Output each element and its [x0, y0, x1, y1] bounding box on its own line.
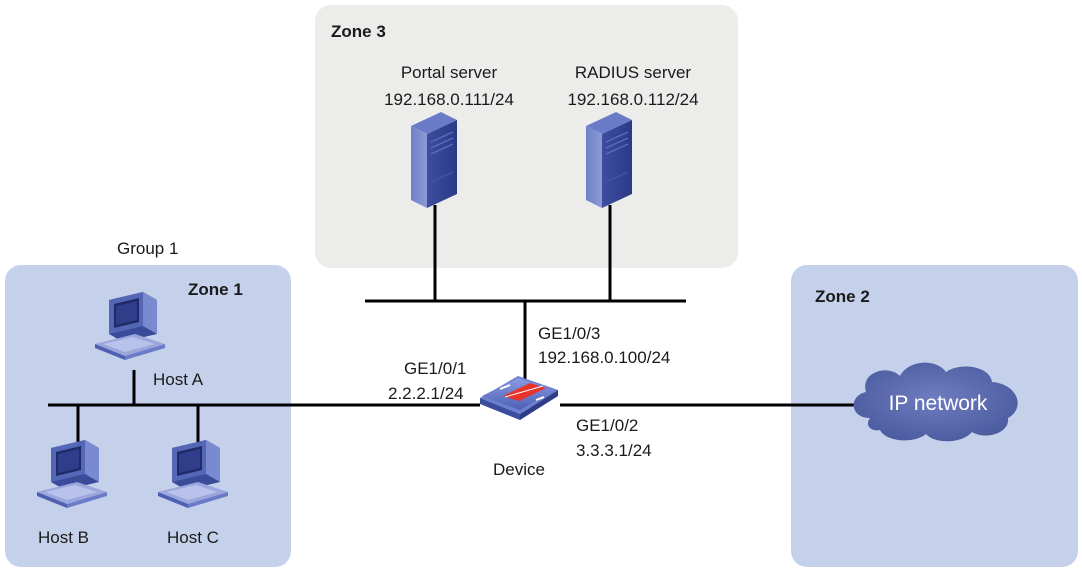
host-a-label: Host A: [153, 370, 204, 389]
radius-server-ip: 192.168.0.112/24: [567, 90, 698, 109]
port-ge1-name: GE1/0/1: [404, 359, 466, 378]
server-icon: [410, 111, 458, 209]
host-b-label: Host B: [38, 528, 89, 547]
cloud-icon: [853, 362, 1018, 442]
port-ge3-name: GE1/0/3: [538, 324, 600, 343]
radius-server: [585, 111, 633, 209]
port-ge1-ip: 2.2.2.1/24: [388, 384, 464, 403]
group-label: Group 1: [117, 239, 178, 258]
zone2-label: Zone 2: [815, 287, 870, 306]
zone1-label: Zone 1: [188, 280, 243, 299]
host-c-label: Host C: [167, 528, 219, 547]
device-label: Device: [493, 460, 545, 479]
server-icon: [585, 111, 633, 209]
cloud-label: IP network: [889, 392, 988, 415]
zone3-label: Zone 3: [331, 22, 386, 41]
portal-server-name: Portal server: [401, 63, 498, 82]
radius-server-name: RADIUS server: [575, 63, 692, 82]
zone3-box: [315, 5, 738, 268]
port-ge3-ip: 192.168.0.100/24: [538, 348, 670, 367]
port-ge2-name: GE1/0/2: [576, 416, 638, 435]
portal-server-ip: 192.168.0.111/24: [384, 90, 514, 109]
device-icon: [480, 376, 558, 420]
port-ge2-ip: 3.3.3.1/24: [576, 441, 652, 460]
portal-server: [410, 111, 458, 209]
